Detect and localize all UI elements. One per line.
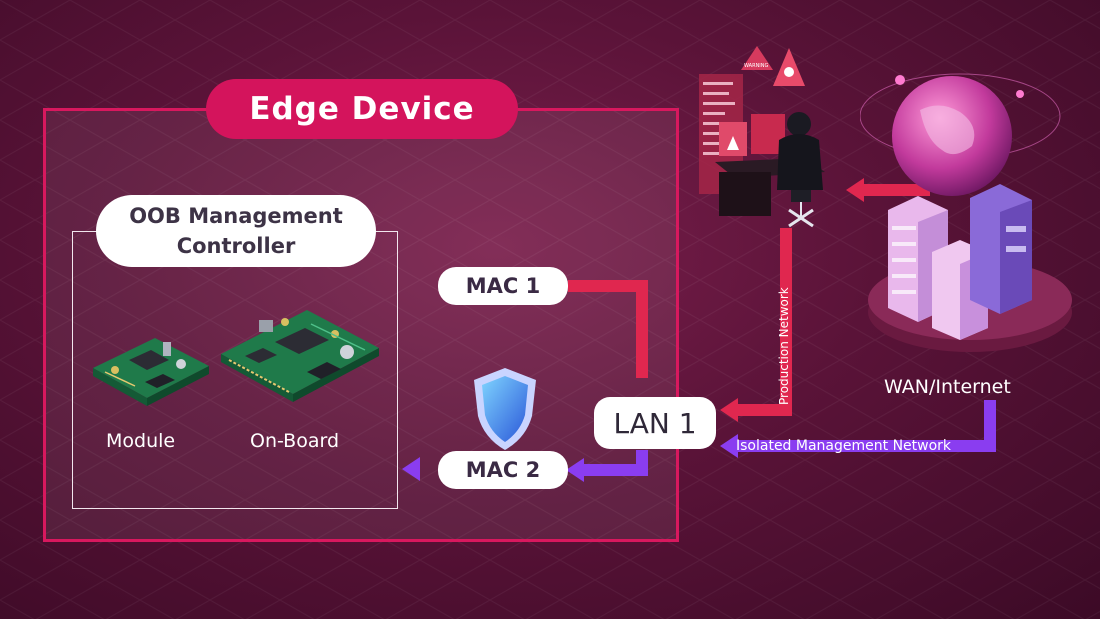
mac1-lan1-link xyxy=(568,280,648,378)
mac2-port: MAC 2 xyxy=(438,451,568,489)
isolated-network-line xyxy=(736,400,996,452)
onboard-board-icon xyxy=(221,310,379,402)
oob-title-line2: Controller xyxy=(176,234,296,258)
warning-sign-text: WARNING xyxy=(744,63,769,69)
oob-controller-title: OOB Management Controller xyxy=(96,195,376,267)
lan1-port: LAN 1 xyxy=(594,397,716,449)
mac1-port: MAC 1 xyxy=(438,267,568,305)
production-network-line xyxy=(736,228,792,416)
production-arrow-head xyxy=(720,398,738,422)
lan1-mac2-link xyxy=(580,450,648,476)
mac2-outbound-arrow xyxy=(402,457,420,481)
isolated-network-label: Isolated Management Network xyxy=(736,438,952,454)
wan-server-globe-icon xyxy=(860,73,1072,352)
shield-icon xyxy=(474,368,536,450)
edge-device-title: Edge Device xyxy=(206,79,518,139)
onboard-label: On-Board xyxy=(250,430,340,452)
oob-title-line1: OOB Management xyxy=(129,204,343,228)
module-label: Module xyxy=(106,430,176,452)
wan-internet-label: WAN/Internet xyxy=(884,376,1011,398)
wan-hacker-arrow-head xyxy=(846,178,864,202)
mac2-inbound-arrow xyxy=(566,458,584,482)
isolated-arrow-head xyxy=(720,434,738,458)
hacker-workstation-icon: WARNING xyxy=(699,46,825,228)
production-network-label: Production Network xyxy=(777,287,791,405)
module-board-icon xyxy=(93,338,209,406)
